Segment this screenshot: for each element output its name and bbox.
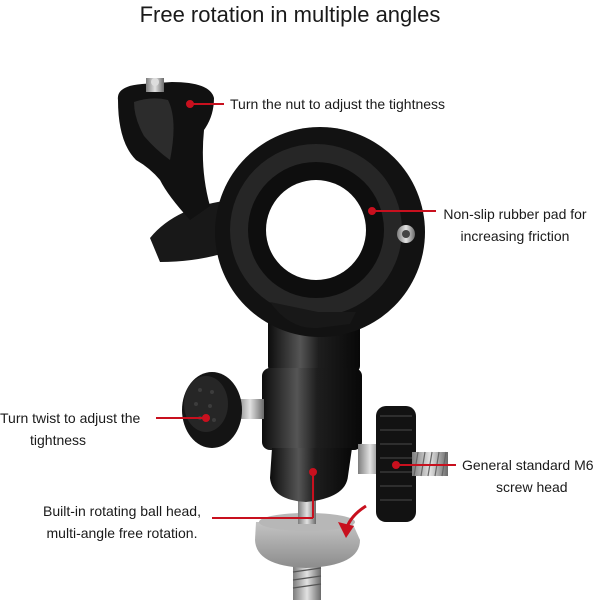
page-title: Free rotation in multiple angles (139, 2, 441, 27)
handlebar-clamp (150, 127, 425, 337)
side-knob (182, 372, 264, 448)
screw-annotation-line2: screw head (496, 479, 568, 495)
pad-annotation-line1: Non-slip rubber pad for (443, 206, 587, 222)
tightening-nut (117, 78, 214, 220)
pad-annotation: Non-slip rubber pad for increasing frict… (440, 203, 590, 247)
nut-annotation-line1: Turn the nut to adjust the tightness (230, 96, 446, 112)
pad-annotation-line2: increasing friction (460, 228, 570, 244)
quick-release-base (255, 500, 360, 600)
screw-annotation-line1: General standard M6 (462, 457, 594, 473)
callout-pointers (156, 100, 456, 538)
ballhead-annotation-line1: Built-in rotating ball head, (43, 503, 201, 519)
ballhead-annotation: Built-in rotating ball head, multi-angle… (36, 500, 208, 544)
nut-annotation: Turn the nut to adjust the tightness (230, 93, 445, 115)
twist-annotation-line2: tightness (30, 432, 87, 448)
screw-annotation: General standard M6 screw head (462, 454, 600, 498)
ballhead-annotation-line2: multi-angle free rotation. (46, 525, 198, 541)
twist-annotation-line1: Turn twist to adjust the (0, 410, 141, 426)
twist-annotation: Turn twist to adjust the tightness (0, 407, 140, 451)
